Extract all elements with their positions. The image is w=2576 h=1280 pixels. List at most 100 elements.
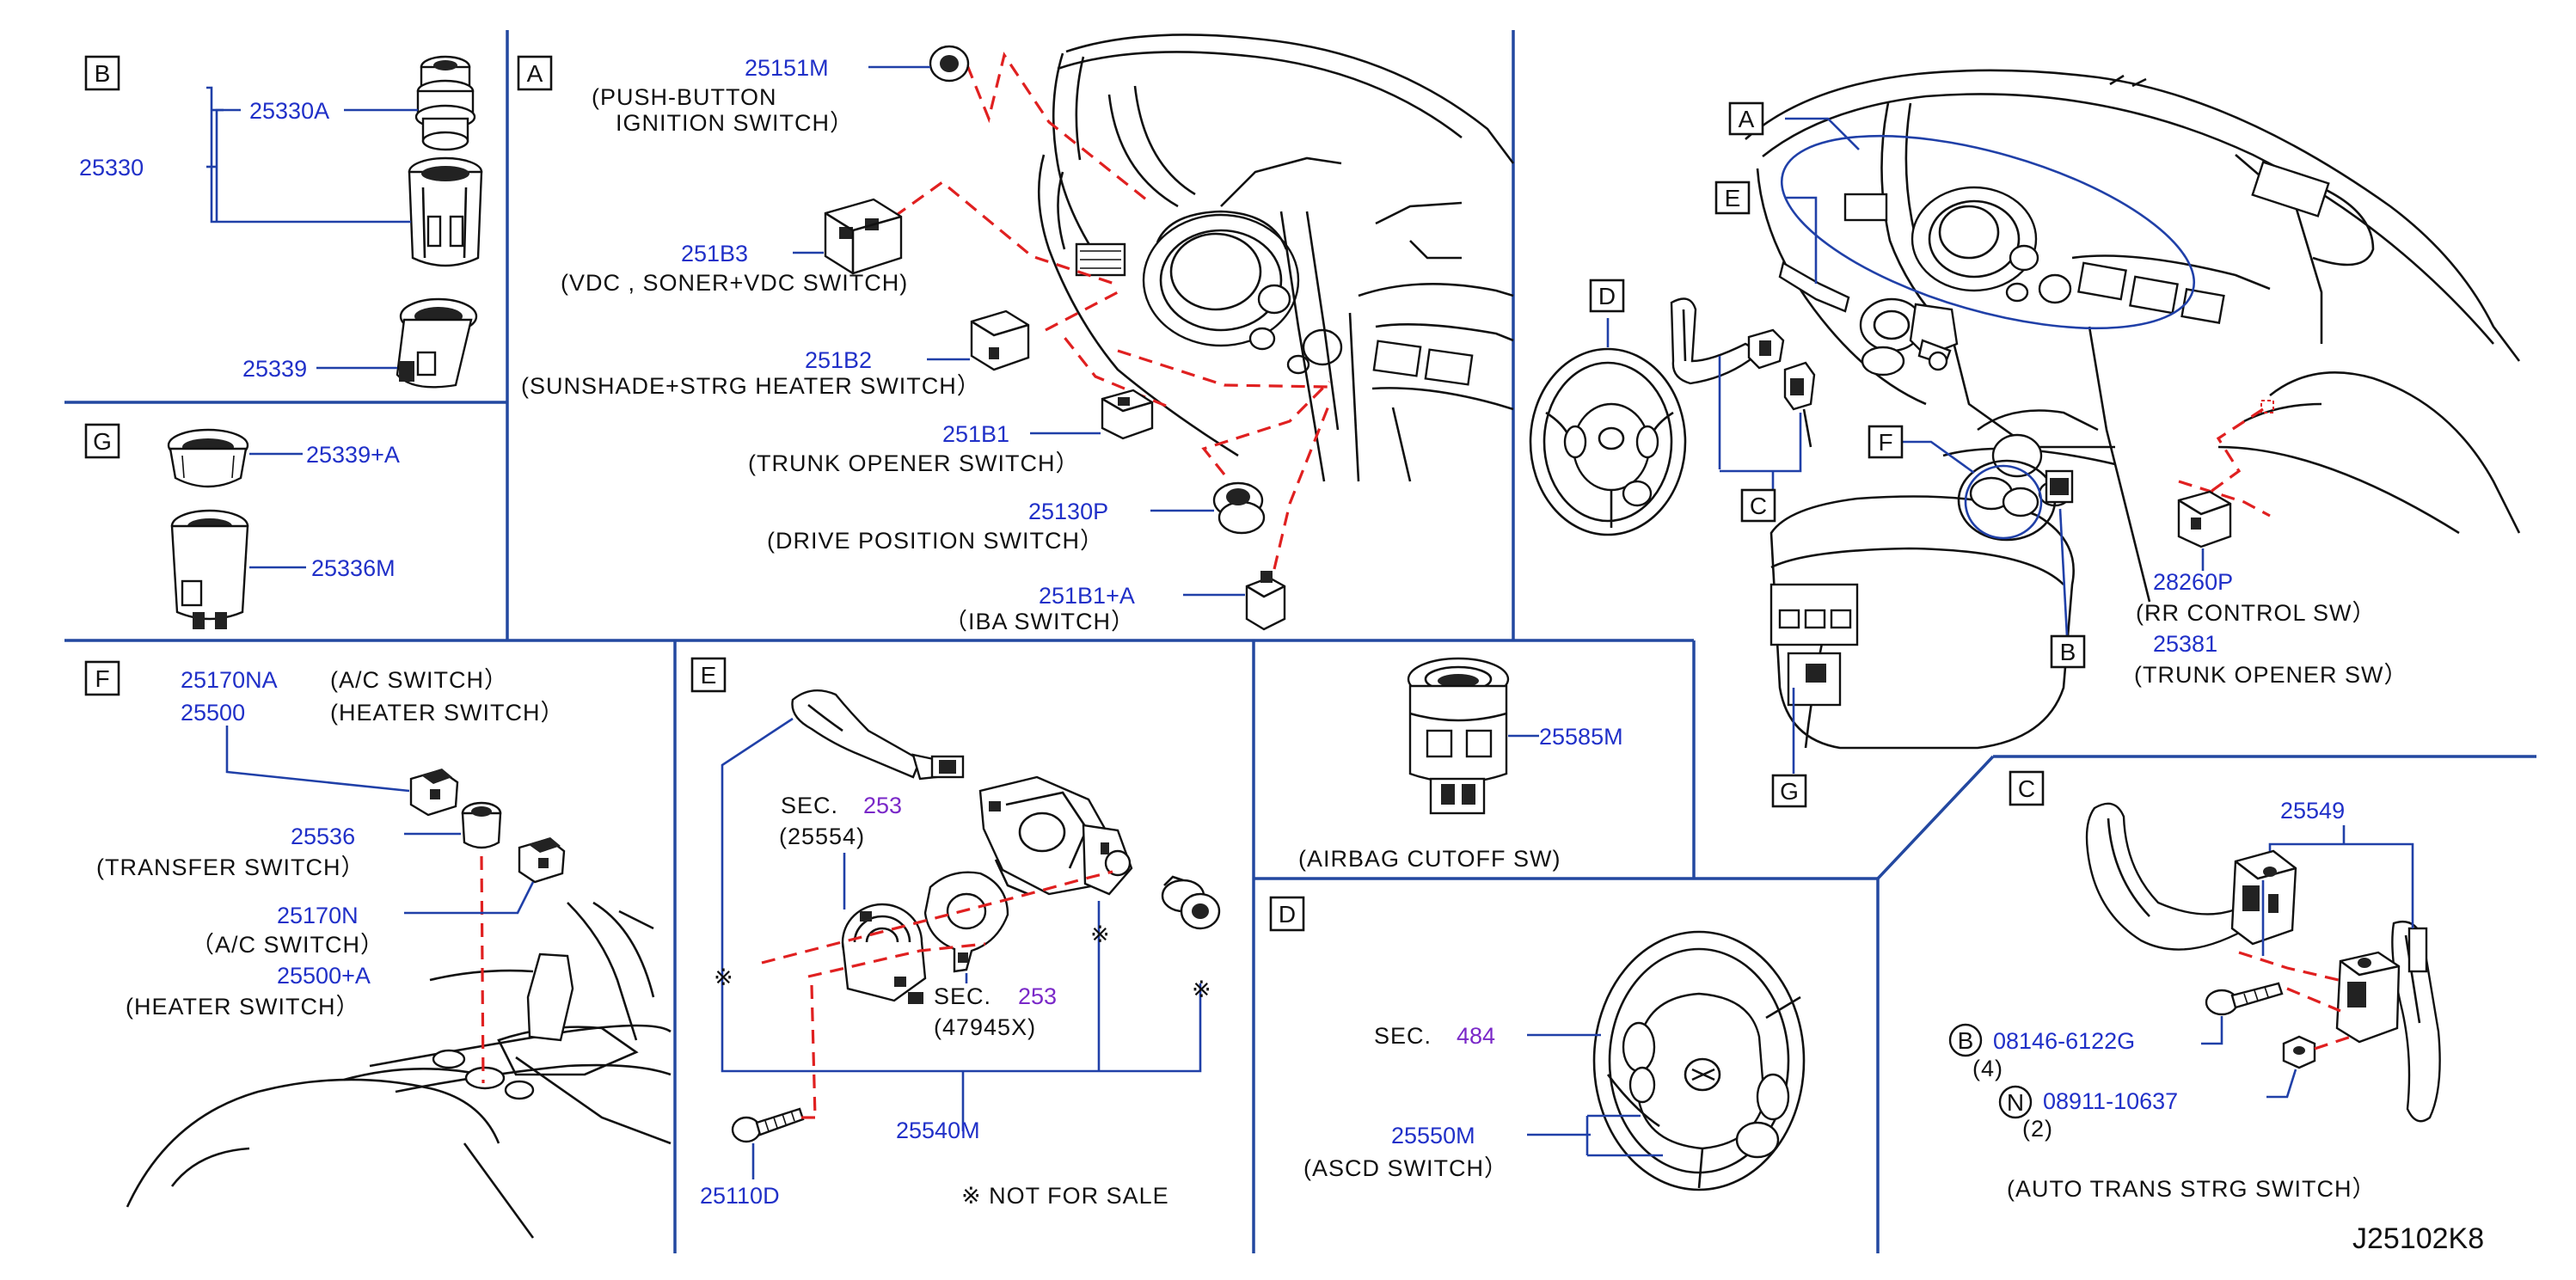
part-28260P[interactable]: 28260P [2153, 569, 2233, 595]
combination-switch-body-drawing [978, 775, 1133, 896]
qty-bolt: (4) [1972, 1056, 2003, 1081]
part-25549[interactable]: 25549 [2280, 798, 2345, 824]
svg-text:E: E [701, 662, 717, 689]
sec-253-e1[interactable]: 253 [863, 793, 902, 818]
part-25500A[interactable]: 25500+A [277, 963, 371, 989]
part-251B3[interactable]: 251B3 [681, 241, 748, 266]
desc-auto-trans-strg-switch: (AUTO TRANS STRG SWITCH） [2007, 1176, 2377, 1202]
switch-25170NA-drawing [409, 769, 459, 817]
desc-251B3: (VDC , SONER+VDC SWITCH) [561, 270, 908, 296]
switch-25536-drawing [461, 801, 502, 849]
socket-25339-drawing [396, 297, 478, 389]
overview-label-C [1740, 488, 1776, 523]
part-25170N[interactable]: 25170N [277, 903, 359, 928]
part-251B1-drawing [1101, 389, 1154, 440]
svg-text:C: C [2018, 775, 2035, 802]
section-A-group: 25151M (PUSH-BUTTON IGNITION SWITCH） 251… [521, 34, 1515, 634]
svg-text:F: F [95, 665, 109, 692]
part-25536[interactable]: 25536 [291, 824, 355, 849]
section-label-C: C [2009, 770, 2045, 806]
sec-label-d: SEC. [1374, 1023, 1432, 1049]
part-25339[interactable]: 25339 [242, 356, 307, 382]
overview-label-F [1868, 425, 1904, 459]
section-D-group: SEC. 484 25550M (ASCD SWITCH） [1303, 930, 1806, 1191]
sec-253-e2[interactable]: 253 [1018, 983, 1057, 1009]
overview-label-D [1589, 279, 1625, 313]
sec-484[interactable]: 484 [1457, 1023, 1495, 1049]
part-25339A[interactable]: 25339+A [306, 442, 400, 468]
part-25550M[interactable]: 25550M [1391, 1123, 1475, 1148]
part-25381[interactable]: 25381 [2153, 631, 2217, 657]
desc-25500: (HEATER SWITCH） [330, 700, 565, 726]
badge-N-circle [1998, 1085, 2033, 1119]
catalog-id: J25102K8 [2352, 1222, 2484, 1255]
section-C-group: 25549 B 08146-6122G (4) N 08911-10637 (2… [1948, 798, 2441, 1202]
overview-label-A [1728, 101, 1764, 136]
rr-control-switch-drawing [2177, 490, 2232, 548]
badge-B: B [1958, 1027, 1974, 1054]
part-25330A[interactable]: 25330A [249, 98, 329, 124]
part-251B3-drawing [824, 198, 903, 275]
overview-label-B [2050, 634, 2086, 669]
desc-251B1A: （IBA SWITCH） [944, 609, 1135, 634]
part-251B2-drawing [970, 309, 1030, 371]
section-label-D: D [1269, 896, 1305, 932]
overview-label-E [1714, 181, 1751, 215]
part-08911-10637[interactable]: 08911-10637 [2043, 1088, 2178, 1114]
desc-airbag-cutoff: (AIRBAG CUTOFF SW) [1298, 846, 1561, 872]
section-label-F: F [84, 660, 120, 696]
ref-25554: (25554) [779, 824, 865, 849]
part-251B1[interactable]: 251B1 [942, 421, 1009, 447]
switch-25170N-drawing [518, 837, 566, 884]
console-sketch-F [126, 901, 672, 1239]
part-25130P-drawing [1212, 481, 1266, 535]
wiper-lever-drawing [791, 689, 965, 781]
section-F-group: 25170NA (A/C SWITCH） 25500 (HEATER SWITC… [96, 667, 672, 1239]
svg-text:D: D [1279, 901, 1296, 928]
svg-text:G: G [1780, 778, 1799, 805]
part-25585M[interactable]: 25585M [1539, 724, 1623, 750]
asterisk-mark-2: ※ [1090, 922, 1111, 947]
section-label-A: A [517, 55, 553, 91]
cigar-lighter-knob-drawing [414, 55, 476, 151]
part-08146-6122G[interactable]: 08146-6122G [1993, 1028, 2135, 1054]
paddle-shift-left-drawing [2085, 802, 2297, 951]
section-B-group: 25330A 25330 25339 [79, 55, 483, 389]
steering-wheel-drawing [1592, 930, 1806, 1191]
part-25170NA[interactable]: 25170NA [181, 667, 278, 693]
section-G-group: 25339+A 25336M [167, 428, 400, 629]
socket-25336M-drawing [170, 509, 249, 629]
screw-25110D-drawing [731, 1107, 805, 1143]
nut-08911-drawing [2282, 1035, 2316, 1069]
vehicle-interior-overview: A E D F C B G 28260P (RR CONTROL SW） 253… [1529, 69, 2521, 808]
combination-switch-overview-drawing [1778, 261, 1959, 377]
desc-trunk-opener-sw: (TRUNK OPENER SW） [2134, 662, 2408, 688]
part-25540M[interactable]: 25540M [896, 1118, 980, 1143]
section-label-E: E [690, 657, 727, 693]
badge-N: N [2007, 1089, 2024, 1116]
part-25500[interactable]: 25500 [181, 700, 245, 726]
cigar-lighter-socket-drawing [408, 156, 483, 267]
svg-text:F: F [1878, 429, 1892, 456]
part-25130P[interactable]: 25130P [1028, 499, 1108, 524]
bolt-08146-drawing [2205, 982, 2284, 1016]
desc-251B2: (SUNSHADE+STRG HEATER SWITCH） [521, 373, 981, 399]
part-25330[interactable]: 25330 [79, 155, 144, 181]
part-25110D[interactable]: 25110D [700, 1183, 780, 1209]
paddle-shift-overview-drawing [1670, 297, 1816, 448]
airbag-cutoff-switch-drawing [1407, 657, 1510, 815]
part-25336M[interactable]: 25336M [311, 555, 396, 581]
sec-label-e2: SEC. [934, 983, 991, 1009]
part-251B1A-drawing [1245, 571, 1286, 631]
part-25151M[interactable]: 25151M [745, 55, 829, 81]
desc-25170NA: (A/C SWITCH） [330, 667, 508, 693]
section-label-B: B [84, 55, 120, 91]
part-251B2[interactable]: 251B2 [805, 347, 872, 373]
qty-nut: (2) [2022, 1116, 2053, 1142]
part-251B1A[interactable]: 251B1+A [1039, 583, 1135, 609]
asterisk-mark-3: ※ [1192, 977, 1212, 1002]
desc-rr-control-sw: (RR CONTROL SW） [2136, 600, 2377, 626]
steering-wheel-overview-drawing [1529, 347, 1687, 536]
desc-ascd-switch: (ASCD SWITCH） [1303, 1155, 1508, 1181]
